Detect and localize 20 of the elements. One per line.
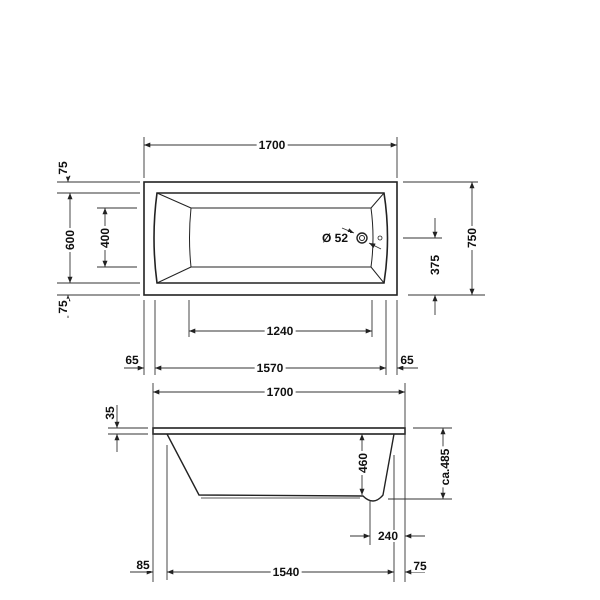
dimension-label: 460 xyxy=(357,450,369,476)
dimension-label: 75 xyxy=(57,298,69,316)
dimension-label: 375 xyxy=(429,252,441,278)
dimension-label: 65 xyxy=(123,354,141,366)
dimension-label: 35 xyxy=(104,404,116,422)
dimension-label: 65 xyxy=(398,354,416,366)
dimension-label: 1700 xyxy=(264,386,296,398)
dimension-label: 750 xyxy=(466,226,478,250)
dimension-label: ca.485 xyxy=(439,446,451,488)
dimension-label: 85 xyxy=(134,559,152,571)
dimension-label: 600 xyxy=(64,228,76,252)
dimension-label: 1540 xyxy=(270,566,302,578)
dimension-label: 240 xyxy=(376,530,400,542)
dimension-label: Ø 52 xyxy=(320,232,350,244)
dimension-label: 75 xyxy=(411,560,429,572)
dimension-label: 1240 xyxy=(264,325,296,337)
dimension-label: 75 xyxy=(57,159,69,177)
dimension-label: 1570 xyxy=(254,362,286,374)
dimension-label: 1700 xyxy=(256,139,288,151)
dimension-label: 400 xyxy=(99,226,111,250)
